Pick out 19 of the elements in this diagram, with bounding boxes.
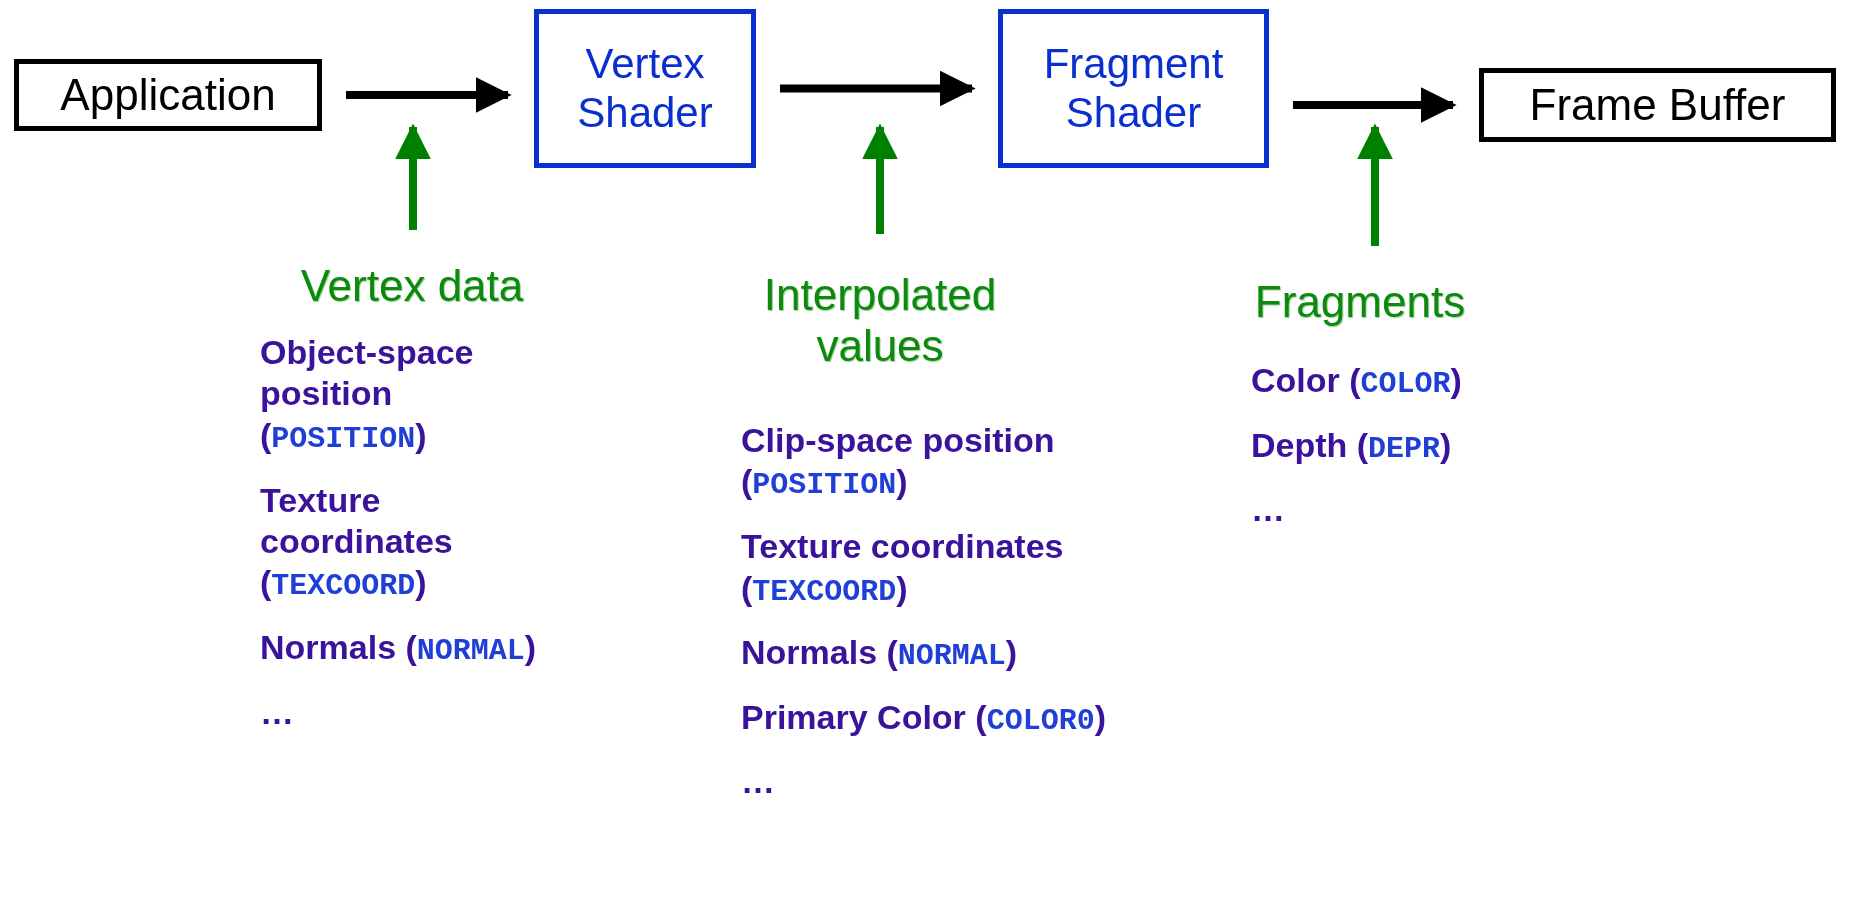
data-item: Depth (DEPR) xyxy=(1251,424,1453,468)
data-item: Normals (NORMAL) xyxy=(260,627,538,670)
annotation-text: Fragments xyxy=(1240,274,1480,330)
data-item: Color (COLOR) xyxy=(1251,360,1463,403)
data-item: … xyxy=(260,691,295,733)
data-item: Primary Color (COLOR0) xyxy=(741,696,1107,740)
annotation-text: Interpolated values xyxy=(720,262,1040,380)
process-box: Frame Buffer xyxy=(1479,68,1836,142)
shader-box: Vertex Shader xyxy=(534,9,756,168)
data-item: … xyxy=(741,761,776,803)
shader-box: Fragment Shader xyxy=(998,9,1269,168)
process-box: Application xyxy=(14,59,322,131)
annotation-text: Vertex data xyxy=(262,258,562,314)
data-item: … xyxy=(1251,489,1286,531)
data-item: Object-space position (POSITION) xyxy=(260,332,475,458)
data-item: Texture coordinates (TEXCOORD) xyxy=(260,479,454,606)
data-item: Normals (NORMAL) xyxy=(741,632,1019,675)
data-item: Texture coordinates (TEXCOORD) xyxy=(741,526,1065,611)
data-item: Clip-space position (POSITION) xyxy=(741,420,1056,505)
